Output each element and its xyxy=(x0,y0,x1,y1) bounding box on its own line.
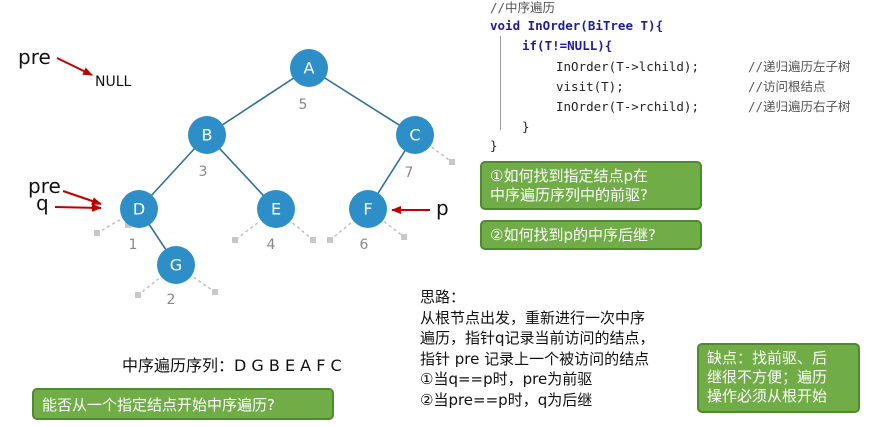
callout-drawback-line1: 缺点：找前驱、后 xyxy=(707,349,828,367)
tree-node-g xyxy=(157,246,195,284)
null-child-marker xyxy=(94,230,100,236)
inorder-index-c: 7 xyxy=(405,165,414,181)
idea-line-5: ②当pre==p时，q为后继 xyxy=(420,390,593,409)
null-child-marker xyxy=(327,237,333,243)
callout-drawback-line2: 继很不方便；遍历 xyxy=(707,368,828,386)
q-to-d-arrow xyxy=(54,203,102,212)
callout-start-question: 能否从一个指定结点开始中序遍历? xyxy=(32,388,334,420)
idea-line-3: 指针 pre 记录上一个被访问的结点 xyxy=(420,349,650,368)
null-child-marker xyxy=(232,237,238,243)
inorder-sequence-value: D G B E A F C xyxy=(234,356,342,375)
null-child-marker xyxy=(135,292,141,298)
code-close-outer: } xyxy=(490,138,498,153)
null-child-stub xyxy=(431,146,453,163)
inorder-index-b: 3 xyxy=(199,164,208,180)
idea-text-block: 思路： 从根节点出发，重新进行一次中序 遍历，指针q记录当前访问的结点， 指针 … xyxy=(420,287,705,410)
idea-line-1: 从根节点出发，重新进行一次中序 xyxy=(420,308,646,327)
code-close-inner: } xyxy=(522,119,530,134)
idea-line-2: 遍历，指针q记录当前访问的结点， xyxy=(420,329,655,347)
tree-node-c xyxy=(396,116,434,154)
inorder-sequence: 中序遍历序列：D G B E A F C xyxy=(122,352,342,376)
callout-predecessor-line2: 中序遍历序列中的前驱? xyxy=(490,186,648,204)
idea-line-4: ①当q==p时，pre为前驱 xyxy=(420,370,593,388)
code-brace xyxy=(500,36,513,130)
null-child-marker xyxy=(449,159,455,165)
tree-node-label-e: E xyxy=(271,200,281,219)
tree-node-label-a: A xyxy=(304,59,315,78)
null-child-stub xyxy=(96,219,121,234)
code-line-3: InOrder(T->rchild); xyxy=(556,99,699,114)
inorder-sequence-label: 中序遍历序列： xyxy=(122,356,235,375)
tree-node-f xyxy=(349,190,387,228)
idea-title: 思路： xyxy=(420,288,466,306)
null-child-stub xyxy=(234,222,258,241)
code-comment: //中序遍历 xyxy=(490,0,556,15)
tree-node-label-g: G xyxy=(170,256,182,275)
null-child-marker xyxy=(401,234,407,240)
tree-node-a xyxy=(290,49,328,87)
code-comment-1: //递归遍历左子树 xyxy=(748,59,851,74)
tree-node-e xyxy=(257,190,295,228)
code-signature: void InOrder(BiTree T){ xyxy=(490,18,664,33)
inorder-index-g: 2 xyxy=(167,292,176,308)
inorder-index-e: 4 xyxy=(267,237,276,253)
code-line-1: InOrder(T->lchild); xyxy=(556,59,699,74)
null-label: NULL xyxy=(95,74,132,90)
null-child-marker xyxy=(310,237,316,243)
tree-node-d xyxy=(120,190,158,228)
callout-predecessor-question: ①如何找到指定结点p在 中序遍历序列中的前驱? xyxy=(480,161,702,210)
callout-start-text: 能否从一个指定结点开始中序遍历? xyxy=(42,396,275,414)
null-child-stub xyxy=(137,277,160,296)
callout-drawback: 缺点：找前驱、后 继很不方便；遍历 操作必须从根开始 xyxy=(697,343,860,413)
inorder-index-a: 5 xyxy=(299,97,308,113)
tree-node-label-b: B xyxy=(202,126,213,145)
tree-node-label-f: F xyxy=(363,200,372,219)
callout-successor-question: ②如何找到p的中序后继? xyxy=(480,220,702,250)
code-if-line: if(T!=NULL){ xyxy=(522,38,612,54)
callout-successor-text: ②如何找到p的中序后继? xyxy=(490,226,656,244)
null-child-marker xyxy=(125,222,131,228)
null-child-stub xyxy=(329,222,352,241)
code-comment-3: //递归遍历右子树 xyxy=(748,99,851,114)
code-line-2: visit(T); xyxy=(556,79,624,94)
tree-node-label-c: C xyxy=(409,126,420,145)
pre-to-d-arrow xyxy=(62,190,102,205)
tree-edge-a-b xyxy=(206,67,310,136)
code-if-text: if(T!=NULL){ xyxy=(522,38,613,53)
null-child-stub xyxy=(383,221,405,238)
q-pointer-label: q xyxy=(36,191,49,215)
callout-predecessor-line1: ①如何找到指定结点p在 xyxy=(490,167,648,185)
pre-label-top: pre xyxy=(18,45,51,69)
code-comment-2: //访问根结点 xyxy=(748,79,826,94)
pre-pointer-label: pre xyxy=(28,174,61,198)
p-pointer-label: p xyxy=(436,196,449,220)
null-child-stub xyxy=(193,276,216,293)
tree-edge-a-c xyxy=(308,67,416,136)
tree-node-b xyxy=(188,116,226,154)
inorder-index-d: 1 xyxy=(129,237,138,253)
inorder-index-f: 6 xyxy=(360,237,369,253)
null-child-marker xyxy=(212,289,218,295)
tree-node-label-d: D xyxy=(133,200,145,219)
pre-null-arrow xyxy=(56,57,93,76)
callout-drawback-line3: 操作必须从根开始 xyxy=(707,387,828,405)
null-child-stub xyxy=(292,222,314,241)
